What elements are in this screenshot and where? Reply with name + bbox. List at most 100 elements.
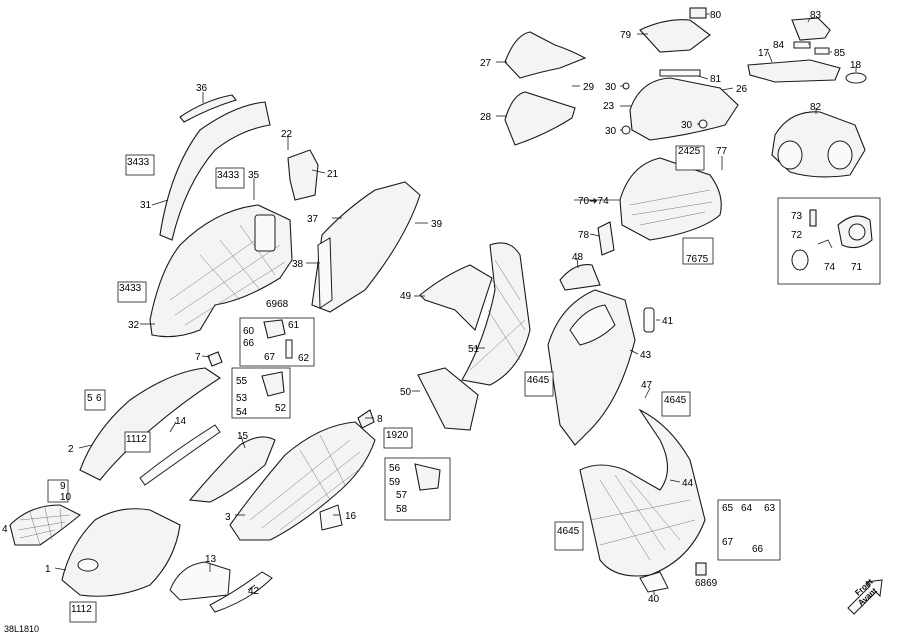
box-75-76: [682, 237, 714, 265]
callout-22: 22: [281, 129, 293, 140]
callout-57: 57: [396, 490, 408, 501]
part-42-lower-trim: [209, 571, 273, 613]
callout-65: 65: [722, 503, 734, 514]
part-70-74-headlight: [619, 157, 722, 241]
callout-43: 43: [640, 350, 652, 361]
callout-49: 49: [400, 291, 412, 302]
part-82-lens-left: [777, 140, 803, 170]
callout-7: 7: [195, 352, 201, 363]
callout-83: 83: [810, 10, 822, 21]
box-11-12-bottom: [69, 601, 97, 623]
part-21-bracket: [287, 149, 319, 201]
part-56-bracket: [414, 463, 441, 491]
callout-5: 5: [87, 393, 93, 404]
callout-30-a: 30: [605, 82, 617, 93]
part-18-cap: [845, 72, 867, 84]
hatch-3: [249, 434, 366, 531]
part-43-window: [569, 304, 616, 346]
callout-48: 48: [572, 252, 584, 263]
callout-11-12-bottom: 1112: [71, 604, 92, 615]
callout-21: 21: [327, 169, 339, 180]
callout-51: 51: [468, 344, 480, 355]
part-44-lower-fairing: [579, 408, 706, 577]
callout-66-upper: 66: [243, 338, 255, 349]
part-32-window: [254, 214, 276, 252]
callout-78: 78: [578, 230, 590, 241]
box-33-34-upper: [125, 154, 155, 176]
box-45-46-right: [661, 391, 691, 417]
part-8-clip: [357, 409, 375, 429]
callout-66-lower: 66: [752, 544, 764, 555]
part-74-spring: [817, 239, 833, 249]
callout-62: 62: [298, 353, 310, 364]
callout-58: 58: [396, 504, 408, 515]
callout-45-46-upper: 4645: [527, 375, 550, 386]
callout-2: 2: [68, 444, 74, 455]
part-81-strip: [659, 69, 701, 77]
part-40-tab: [639, 571, 669, 593]
callout-33-34-mid: 3433: [217, 170, 240, 181]
callout-26: 26: [736, 84, 748, 95]
callout-68-69-lower: 6869: [695, 578, 718, 589]
callout-72: 72: [791, 230, 803, 241]
part-84-bar: [793, 41, 811, 49]
part-51-panel: [461, 242, 531, 386]
callout-labels: 36 31 32 3433 3433 3433 22 21 35 37 39 3…: [2, 10, 863, 634]
callout-9: 9: [60, 481, 66, 492]
front-direction-indicator: Front Avant: [847, 577, 883, 615]
part-30-grommet-b: [621, 125, 631, 135]
part-4-grille: [9, 504, 81, 546]
callout-8: 8: [377, 414, 383, 425]
callout-52: 52: [275, 403, 287, 414]
callout-77: 77: [716, 146, 728, 157]
part-73-plug: [809, 209, 817, 227]
callout-45-46-lower: 4645: [557, 526, 580, 537]
callout-85: 85: [834, 48, 846, 59]
hatch-44: [589, 474, 696, 561]
callout-33-34-upper: 3433: [127, 157, 150, 168]
part-72-bulb: [791, 249, 809, 271]
callout-16: 16: [345, 511, 357, 522]
callout-59: 59: [389, 477, 401, 488]
part-78-reflector: [597, 221, 615, 256]
part-27-windshield-upper: [504, 31, 587, 79]
callout-47: 47: [641, 380, 653, 391]
callout-64: 64: [741, 503, 753, 514]
callout-3: 3: [225, 512, 231, 523]
box-45-46-upper: [524, 371, 554, 397]
callout-61: 61: [288, 320, 300, 331]
box-9-10: [47, 479, 69, 503]
callout-19-20: 1920: [386, 430, 409, 441]
callout-4: 4: [2, 524, 8, 535]
part-71-lamp-lens: [848, 223, 866, 241]
part-1-front-nose: [61, 508, 181, 597]
callout-60: 60: [243, 326, 255, 337]
callout-17: 17: [758, 48, 770, 59]
callout-11-12-mid: 1112: [126, 434, 147, 445]
leader-lines: [54, 13, 857, 595]
callout-28: 28: [480, 112, 492, 123]
part-31-side-deflector: [159, 101, 271, 241]
callout-31: 31: [140, 200, 152, 211]
callout-6: 6: [96, 393, 102, 404]
box-45-46-lower: [554, 521, 584, 551]
callout-44: 44: [682, 478, 694, 489]
box-11-12-mid: [124, 431, 151, 453]
callout-79: 79: [620, 30, 632, 41]
part-16-pad: [319, 504, 343, 531]
part-38-seal: [317, 237, 333, 309]
callout-38: 38: [292, 259, 304, 270]
box-63-67: [717, 499, 781, 561]
callout-73: 73: [791, 211, 803, 222]
callout-36: 36: [196, 83, 208, 94]
callout-14: 14: [175, 416, 187, 427]
box-33-34-lower: [117, 281, 147, 303]
callout-42: 42: [248, 586, 260, 597]
part-17-frame: [747, 59, 841, 83]
part-68-69-clip: [695, 562, 707, 576]
callout-81: 81: [710, 74, 722, 85]
part-7-clip: [207, 351, 223, 367]
callout-39: 39: [431, 219, 443, 230]
callout-41: 41: [662, 316, 674, 327]
